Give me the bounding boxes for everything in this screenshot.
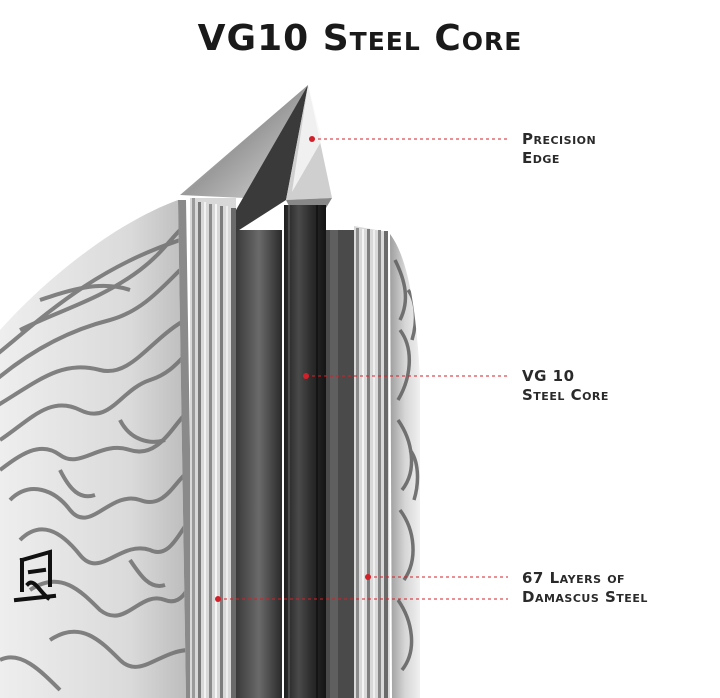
vg10-core-bar xyxy=(284,205,326,698)
callout-precision-edge: Precision Edge xyxy=(522,130,596,168)
callout-damascus-layers-line2: Damascus Steel xyxy=(522,588,648,606)
callout-damascus-layers: 67 Layers of Damascus Steel xyxy=(522,569,648,607)
callout-precision-edge-line2: Edge xyxy=(522,149,560,167)
dot-precision-edge xyxy=(309,136,315,142)
right-damascus-face xyxy=(390,234,420,698)
precision-edge-tip xyxy=(180,85,332,232)
dot-layers-upper xyxy=(365,574,371,580)
callout-damascus-layers-line1: 67 Layers of xyxy=(522,569,626,587)
dot-vg10-core xyxy=(303,373,309,379)
right-layer-block xyxy=(354,226,390,698)
callout-vg10-core: VG 10 Steel Core xyxy=(522,367,609,405)
left-layer-block xyxy=(190,198,236,698)
dot-layers-lower xyxy=(215,596,221,602)
left-damascus-face xyxy=(0,200,194,698)
leader-dots xyxy=(215,136,371,602)
callout-precision-edge-line1: Precision xyxy=(522,130,597,148)
page-title: VG10 Steel Core xyxy=(197,18,523,59)
inner-shadow-left xyxy=(236,230,282,698)
leader-lines xyxy=(218,138,508,600)
maker-logo-icon xyxy=(13,549,57,603)
callout-vg10-core-line1: VG 10 xyxy=(522,367,575,385)
callout-vg10-core-line2: Steel Core xyxy=(522,386,609,404)
